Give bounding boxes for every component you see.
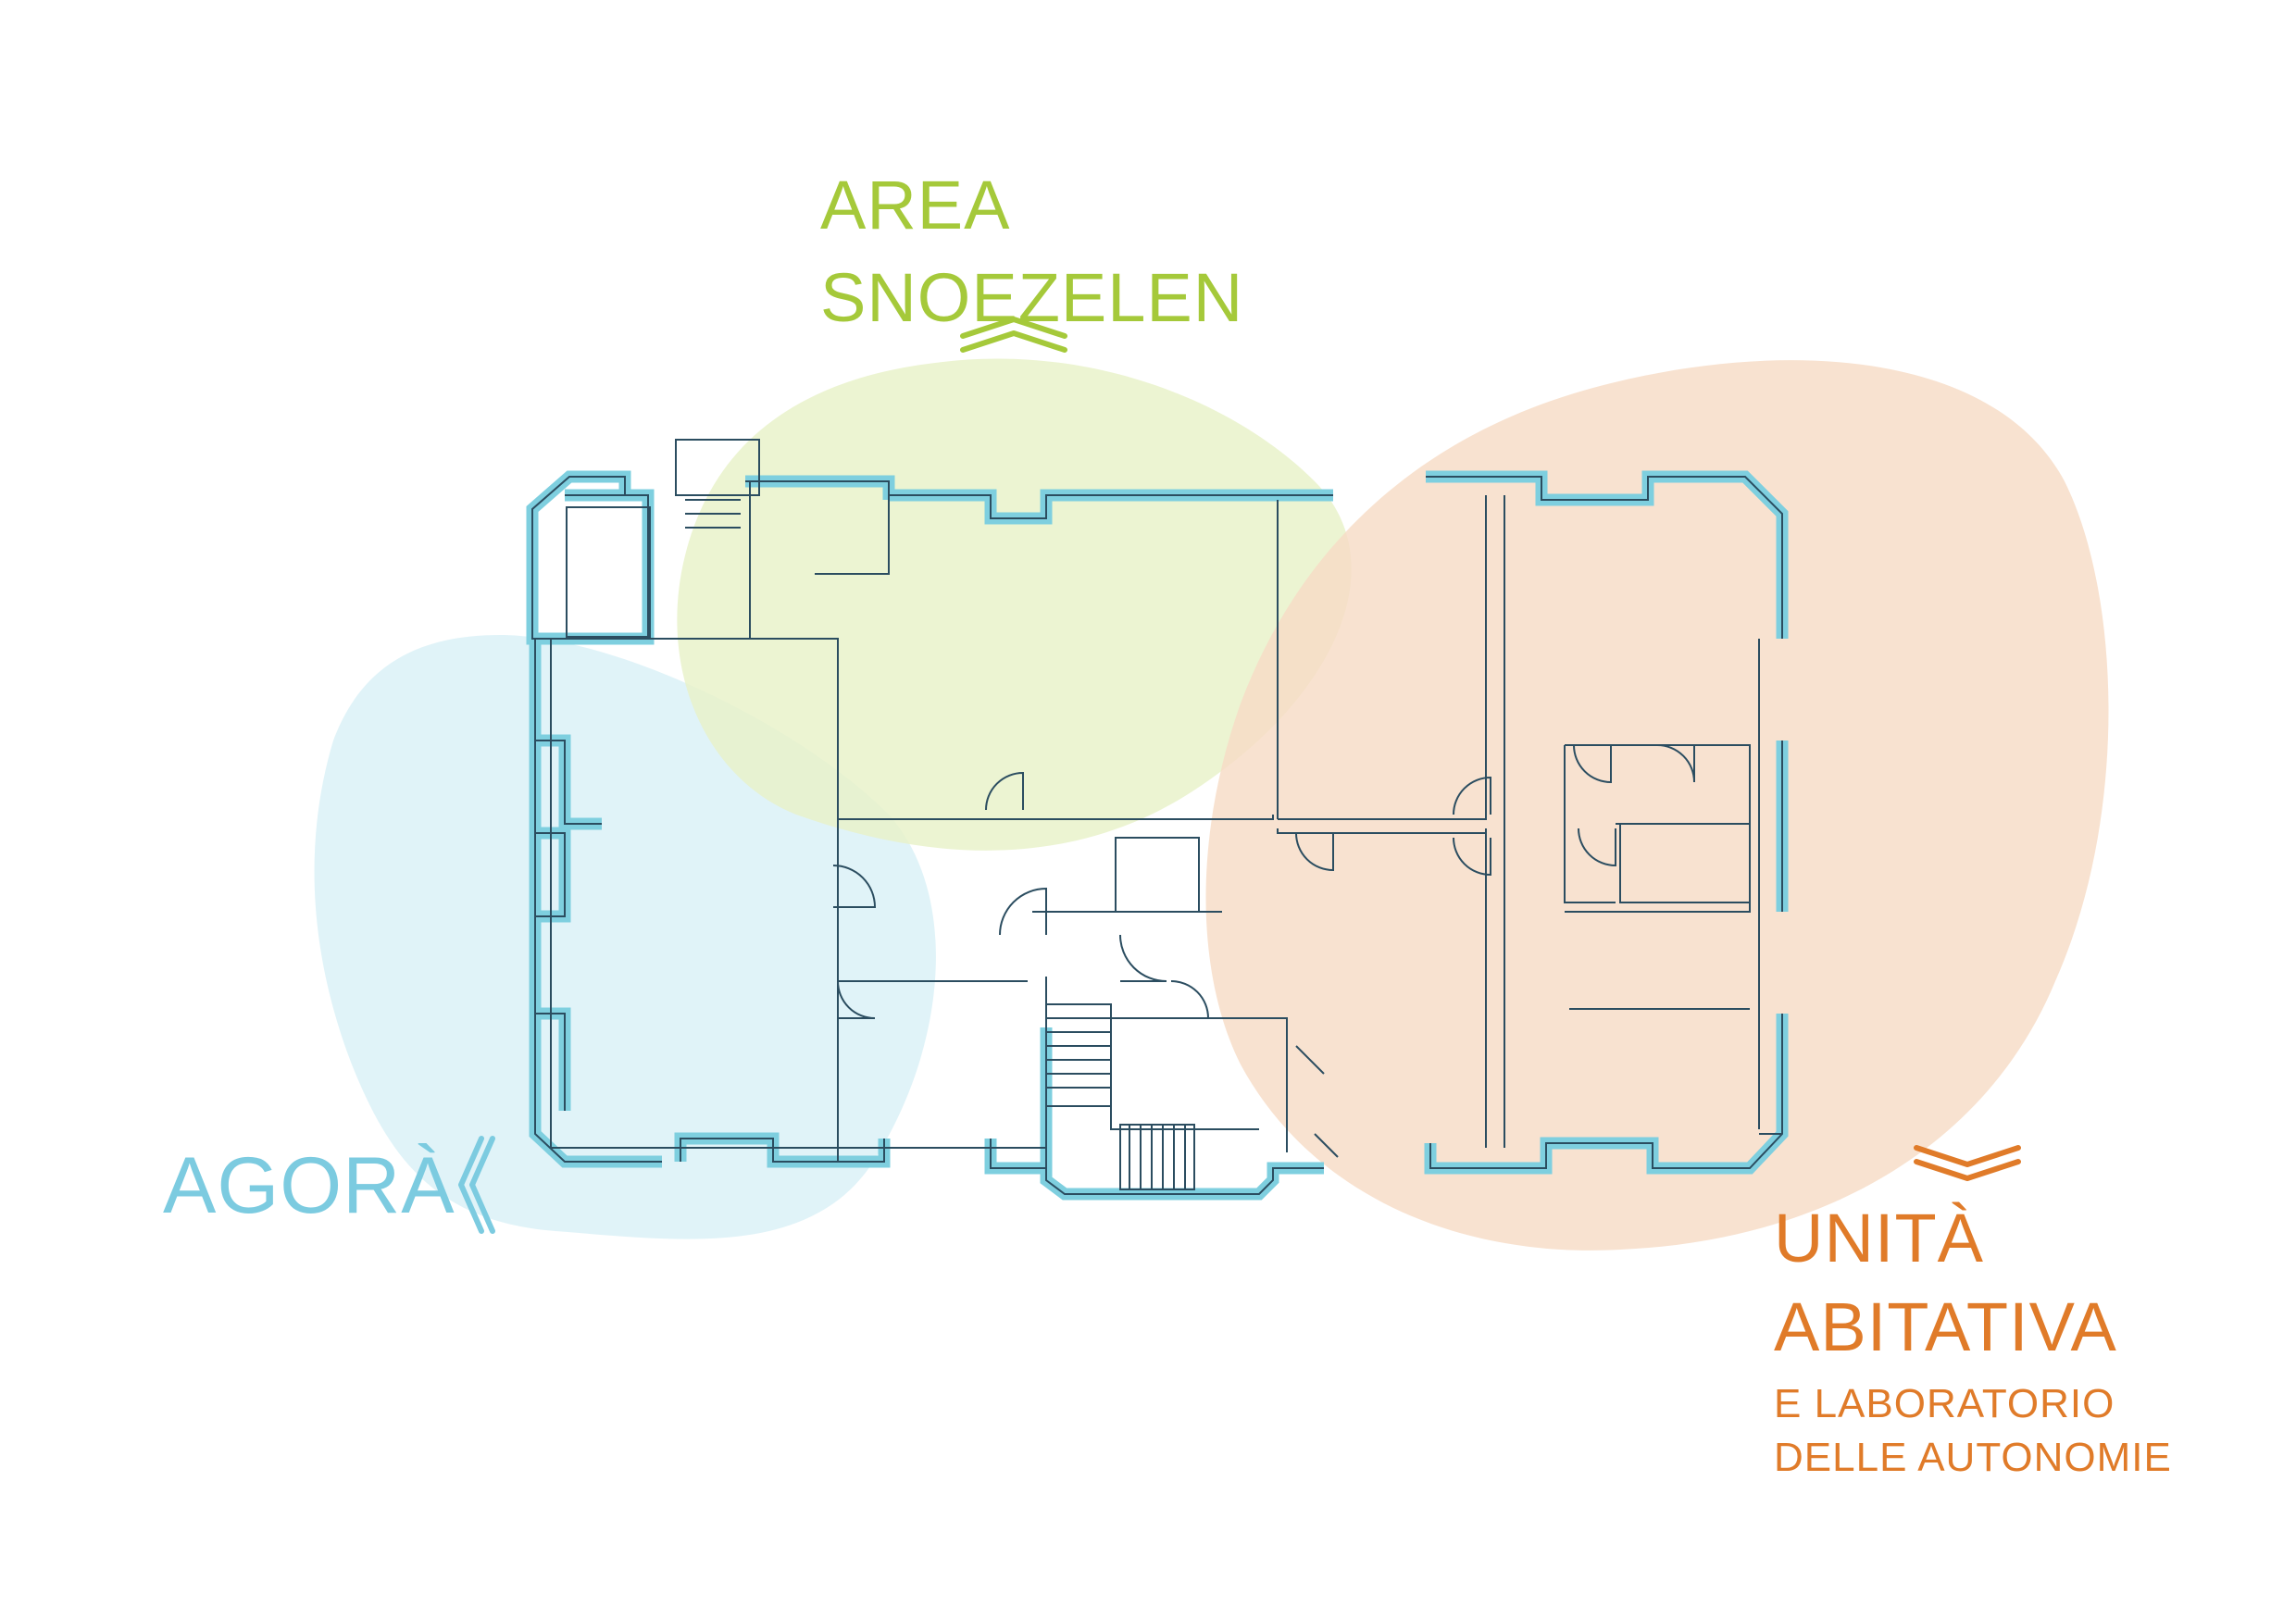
unita-zone xyxy=(1205,360,2109,1251)
unita-sublabel-line2: DELLE AUTONOMIE xyxy=(1774,1435,2172,1480)
unita-sublabel: E LABORATORIO DELLE AUTONOMIE xyxy=(1774,1377,2172,1485)
double-chevron-down-icon xyxy=(1914,1145,2021,1181)
floor-plan-interior xyxy=(550,439,1782,1190)
snoezelen-label: AREA SNOEZELEN xyxy=(820,159,1243,344)
floor-plan-walls xyxy=(526,470,1789,1201)
unita-label: UNITÀ ABITATIVA xyxy=(1774,1194,2117,1372)
agora-label-text: AGORÀ xyxy=(163,1141,455,1230)
snoezelen-label-line2: SNOEZELEN xyxy=(820,259,1244,336)
double-chevron-left-icon xyxy=(458,1136,495,1234)
agora-label: AGORÀ xyxy=(163,1146,455,1226)
unita-label-line2: ABITATIVA xyxy=(1774,1288,2117,1365)
snoezelen-label-line1: AREA xyxy=(820,167,1011,243)
double-chevron-up-icon xyxy=(960,317,1067,353)
wall-south-mid xyxy=(984,1139,1046,1175)
unita-label-line1: UNITÀ xyxy=(1774,1200,1984,1276)
unita-sublabel-line1: E LABORATORIO xyxy=(1774,1381,2115,1426)
